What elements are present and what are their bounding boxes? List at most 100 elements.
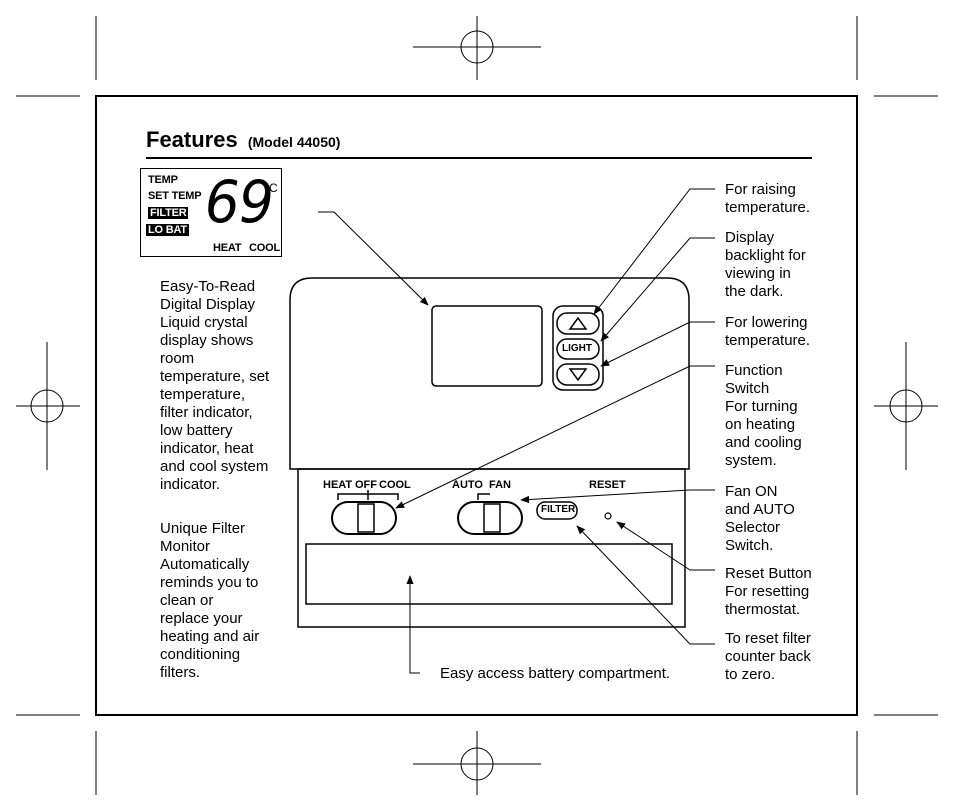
text-line: to zero. <box>725 666 776 683</box>
reset-button-callout: Reset Button For resetting thermostat. <box>725 565 812 619</box>
function-off-label: OFF <box>355 479 377 491</box>
fan-switch-slider <box>483 503 501 533</box>
registration-mark <box>16 342 80 470</box>
lower-callout: For lowering temperature. <box>725 314 810 350</box>
lcd-heat-label: HEAT <box>213 242 242 254</box>
registration-mark <box>413 731 541 795</box>
light-button-label: LIGHT <box>562 343 592 354</box>
text-line: For turning <box>725 398 798 415</box>
text-line: and cool system <box>160 458 269 475</box>
text-line: For resetting <box>725 583 810 600</box>
fan-switch-callout: Fan ON and AUTO Selector Switch. <box>725 483 795 555</box>
lower-leader <box>600 321 715 367</box>
text-line: temperature. <box>725 199 811 216</box>
text-line: conditioning <box>160 646 241 663</box>
display-leader <box>318 211 429 306</box>
function-switch-bracket <box>337 490 399 500</box>
text-line: temperature, <box>160 386 246 403</box>
function-heat-label: HEAT <box>323 479 353 491</box>
text-line: system. <box>725 452 777 469</box>
text-line: Display <box>725 229 775 246</box>
thermostat-upper-body <box>289 277 690 470</box>
lcd-unit: C <box>269 181 278 195</box>
text-line: and cooling <box>725 434 802 451</box>
down-arrow-icon <box>568 368 588 382</box>
display-description: Easy-To-Read Digital Display Liquid crys… <box>160 278 269 494</box>
text-line: Switch <box>725 380 770 397</box>
up-arrow-icon <box>568 316 588 330</box>
text-line: indicator, heat <box>160 440 254 457</box>
fan-fan-label: FAN <box>489 479 511 491</box>
function-cool-label: COOL <box>379 479 411 491</box>
page-title: Features (Model 44050) <box>146 127 340 153</box>
text-line: To reset filter <box>725 630 811 647</box>
battery-leader <box>406 575 420 674</box>
text-line: For raising <box>725 181 796 198</box>
function-switch-callout: Function Switch For turning on heating a… <box>725 362 802 470</box>
text-line: Automatically <box>160 556 250 573</box>
fan-auto-label: AUTO <box>452 479 483 491</box>
text-line: Function <box>725 362 783 379</box>
lcd-detail: TEMP SET TEMP FILTER LO BAT 69 C HEAT CO… <box>140 168 282 257</box>
text-line: counter back <box>725 648 811 665</box>
function-switch <box>331 501 397 535</box>
text-line: Switch. <box>725 537 774 554</box>
reset-hole <box>604 512 612 520</box>
page-frame <box>95 95 858 716</box>
text-line: Monitor <box>160 538 211 555</box>
text-line: Easy-To-Read <box>160 278 256 295</box>
filter-leader <box>576 525 715 645</box>
text-line: and AUTO <box>725 501 795 518</box>
text-line: replace your <box>160 610 243 627</box>
text-line: temperature. <box>725 332 811 349</box>
thermostat-lower-body <box>297 468 686 628</box>
fan-switch-leader <box>520 489 715 504</box>
text-line: clean or <box>160 592 214 609</box>
title-text: Features <box>146 127 238 152</box>
lcd-temp-label: TEMP <box>148 174 178 186</box>
button-cluster <box>552 305 604 391</box>
backlight-callout: Display backlight for viewing in the dar… <box>725 229 806 301</box>
text-line: backlight for <box>725 247 806 264</box>
raise-leader <box>593 188 715 315</box>
lcd-filter-indicator: FILTER <box>148 207 189 219</box>
lcd-set-temp-label: SET TEMP <box>148 190 202 202</box>
text-line: For lowering <box>725 314 808 331</box>
text-line: filters. <box>160 664 201 681</box>
text-line: indicator. <box>160 476 221 493</box>
text-line: Fan ON <box>725 483 778 500</box>
fan-switch <box>457 501 523 535</box>
lcd-temperature-digits: 69 <box>204 168 274 236</box>
text-line: display shows <box>160 332 254 349</box>
title-rule <box>146 157 812 159</box>
reset-leader <box>616 521 715 571</box>
function-switch-leader <box>395 365 715 509</box>
text-line: on heating <box>725 416 796 433</box>
registration-mark <box>413 16 541 80</box>
text-line: Reset Button <box>725 565 812 582</box>
text-line: heating and air <box>160 628 260 645</box>
text-line: Selector <box>725 519 781 536</box>
registration-mark <box>874 342 938 470</box>
reset-label: RESET <box>589 479 626 491</box>
text-line: Liquid crystal <box>160 314 248 331</box>
fan-switch-bracket <box>477 493 490 500</box>
filter-button <box>536 501 578 520</box>
function-switch-slider <box>357 503 375 533</box>
text-line: low battery <box>160 422 233 439</box>
light-leader <box>600 237 715 342</box>
text-line: reminds you to <box>160 574 259 591</box>
text-line: Digital Display <box>160 296 256 313</box>
text-line: room <box>160 350 195 367</box>
text-line: thermostat. <box>725 601 801 618</box>
battery-caption: Easy access battery compartment. <box>440 665 671 682</box>
text-line: filter indicator, <box>160 404 253 421</box>
filter-button-label: FILTER <box>541 504 576 515</box>
filter-monitor-description: Unique Filter Monitor Automatically remi… <box>160 520 259 682</box>
text-line: Unique Filter <box>160 520 246 537</box>
model-subtitle: (Model 44050) <box>247 134 341 150</box>
battery-compartment <box>305 543 673 605</box>
down-button <box>556 363 600 386</box>
